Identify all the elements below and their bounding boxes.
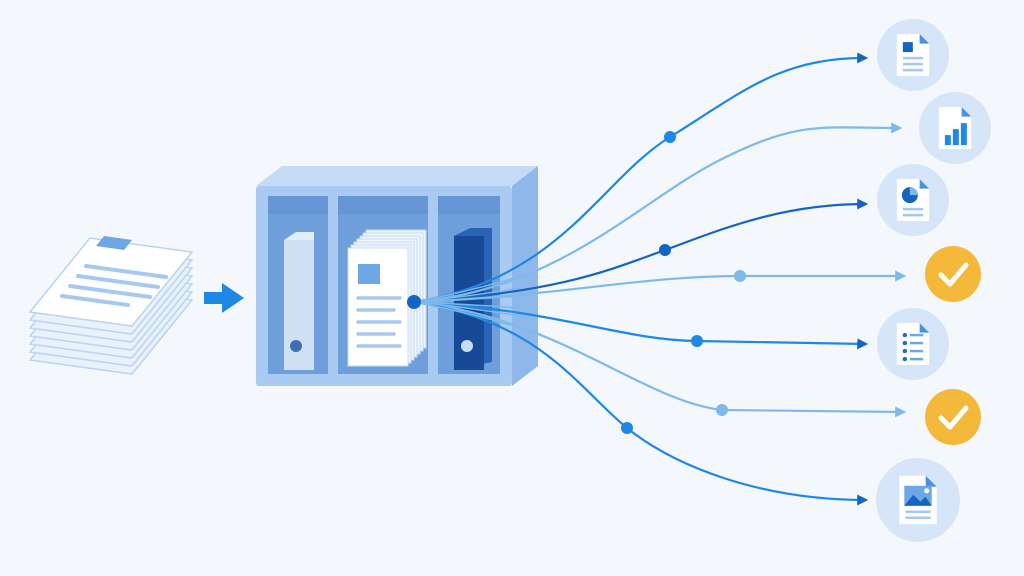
stack-top-content	[60, 236, 168, 307]
flow-line	[413, 300, 869, 350]
fan-stroke	[413, 301, 521, 317]
flow-line	[413, 52, 869, 304]
image-document-icon	[876, 458, 960, 542]
checkmark-badge-icon	[925, 389, 981, 445]
output-icons	[876, 19, 991, 542]
hub-node	[407, 295, 421, 309]
bar-chart-document-icon	[919, 92, 991, 164]
flow-node	[734, 270, 746, 282]
file-cabinet-icon	[256, 166, 538, 386]
list-document-icon	[877, 308, 949, 380]
arrow-right-icon	[204, 283, 244, 313]
flow-node	[659, 244, 671, 256]
document-icon	[877, 19, 949, 91]
pie-chart-document-icon	[877, 164, 949, 236]
output-flows	[413, 52, 907, 506]
binder-light-icon	[284, 232, 314, 370]
flow-node	[716, 404, 728, 416]
document-bundle-icon	[347, 229, 427, 367]
flow-node	[621, 422, 633, 434]
checkmark-badge-icon	[925, 246, 981, 302]
document-stack-icon	[28, 236, 194, 375]
flow-node	[691, 335, 703, 347]
flow-node	[664, 131, 676, 143]
fan-stroke	[413, 295, 521, 303]
flow-line	[413, 300, 907, 418]
flow-line	[413, 122, 903, 304]
fan-stroke	[413, 275, 521, 303]
fan-stroke	[413, 301, 521, 329]
